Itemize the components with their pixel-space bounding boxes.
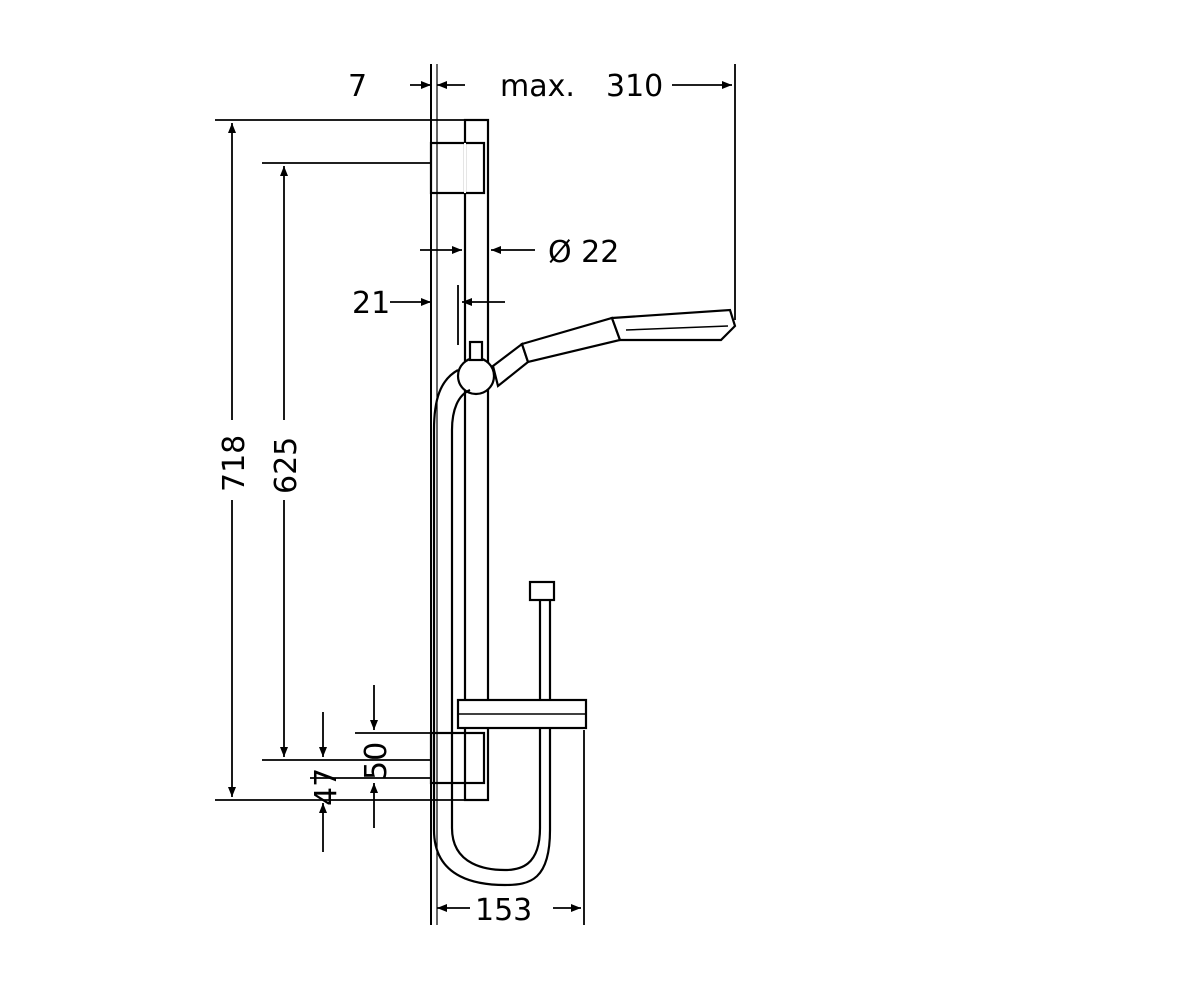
slider <box>456 356 496 396</box>
label-total-height: 718 <box>217 435 252 492</box>
dim-hose-width <box>437 730 585 925</box>
upper-wall-bracket <box>429 141 486 195</box>
product-outline <box>429 64 737 925</box>
label-rail-diameter: Ø 22 <box>548 235 619 270</box>
shower-rail <box>463 118 490 802</box>
dim-rail-offset <box>390 285 505 345</box>
dim-max-reach <box>672 64 736 320</box>
label-max: max. <box>500 69 575 104</box>
label-lower-bracket: 50 <box>359 742 394 780</box>
shower-hose <box>432 369 552 887</box>
lower-wall-bracket <box>429 731 486 785</box>
label-bottom-offset: 47 <box>309 768 344 806</box>
label-rail-offset: 21 <box>352 286 390 321</box>
label-bracket-spacing: 625 <box>269 437 304 494</box>
label-wall-offset: 7 <box>348 69 367 104</box>
label-max-reach: 310 <box>606 69 663 104</box>
label-hose-width: 153 <box>475 893 532 928</box>
hose-connector <box>528 580 556 602</box>
hand-shower <box>491 308 737 388</box>
